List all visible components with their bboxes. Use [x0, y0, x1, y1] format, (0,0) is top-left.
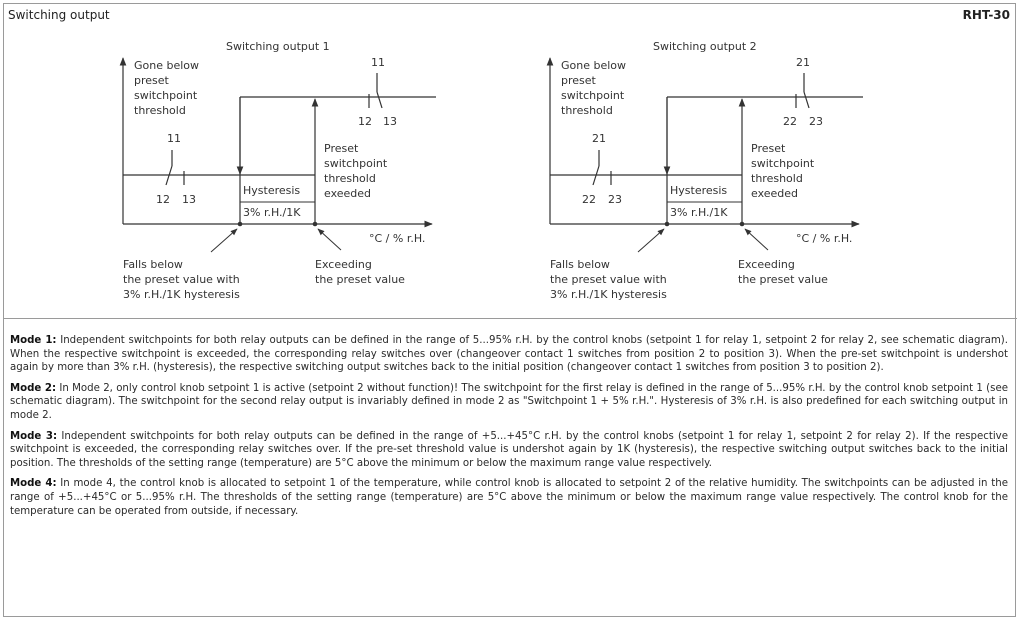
mode-text: Independent switchpoints for both relay … [10, 335, 1008, 374]
mode-text: In Mode 2, only control knob setpoint 1 … [10, 382, 1008, 421]
preset-exceeded-line: switchpoint [751, 157, 815, 170]
gone-below-line: switchpoint [561, 89, 625, 102]
contact-symbol-on: 11 12 13 [358, 56, 397, 128]
svg-text:12: 12 [156, 193, 170, 206]
gone-below-line: Gone below [561, 59, 626, 72]
diagram-output-2: Switching output 2 Hysteresis 3% r.H./1K… [546, 40, 863, 301]
mode-1-paragraph: Mode 1: Independent switchpoints for bot… [10, 334, 1008, 375]
mode-text: Independent switchpoints for both relay … [10, 430, 1008, 469]
svg-text:23: 23 [809, 115, 823, 128]
gone-below-line: preset [134, 74, 170, 87]
switching-diagrams: Switching output 1 Hysteresis 3% r.H./1K… [119, 40, 863, 301]
contact-symbol-on: 21 22 23 [783, 56, 823, 128]
mode-4-paragraph: Mode 4: In mode 4, the control knob is a… [10, 477, 1008, 518]
falls-below-line: 3% r.H./1K hysteresis [550, 288, 667, 301]
gone-below-line: Gone below [134, 59, 199, 72]
axis-unit: °C / % r.H. [369, 232, 425, 245]
preset-exceeded-line: exeeded [751, 187, 798, 200]
mode-2-paragraph: Mode 2: In Mode 2, only control knob set… [10, 382, 1008, 423]
svg-text:11: 11 [167, 132, 181, 145]
mode-label: Mode 3: [10, 430, 58, 442]
svg-text:13: 13 [182, 193, 196, 206]
axis-unit: °C / % r.H. [796, 232, 852, 245]
svg-text:22: 22 [582, 193, 596, 206]
diagram-title: Switching output 1 [226, 40, 330, 53]
falls-below-line: the preset value with [123, 273, 240, 286]
hysteresis-label: Hysteresis [670, 184, 727, 197]
exceeding-line: the preset value [738, 273, 828, 286]
gone-below-line: threshold [134, 104, 186, 117]
svg-text:23: 23 [608, 193, 622, 206]
gone-below-line: preset [561, 74, 597, 87]
section-title: Switching output [8, 8, 110, 22]
exceeding-line: Exceeding [738, 258, 795, 271]
falls-below-line: the preset value with [550, 273, 667, 286]
mode-descriptions: Mode 1: Independent switchpoints for bot… [10, 334, 1008, 525]
diagram-title: Switching output 2 [653, 40, 757, 53]
hysteresis-value: 3% r.H./1K [243, 206, 301, 219]
section-divider [4, 318, 1017, 319]
falls-below-line: Falls below [123, 258, 183, 271]
contact-symbol-off: 11 12 13 [156, 132, 196, 206]
svg-text:12: 12 [358, 115, 372, 128]
svg-text:11: 11 [371, 56, 385, 69]
mode-label: Mode 2: [10, 382, 57, 394]
preset-exceeded-line: exeeded [324, 187, 371, 200]
diagram-output-1: Switching output 1 Hysteresis 3% r.H./1K… [119, 40, 436, 301]
gone-below-line: switchpoint [134, 89, 198, 102]
svg-text:13: 13 [383, 115, 397, 128]
preset-exceeded-line: threshold [324, 172, 376, 185]
gone-below-line: threshold [561, 104, 613, 117]
mode-3-paragraph: Mode 3: Independent switchpoints for bot… [10, 430, 1008, 471]
exceeding-line: the preset value [315, 273, 405, 286]
svg-text:22: 22 [783, 115, 797, 128]
contact-symbol-off: 21 22 23 [582, 132, 622, 206]
preset-exceeded-line: Preset [324, 142, 359, 155]
mode-text: In mode 4, the control knob is allocated… [10, 478, 1008, 517]
preset-exceeded-line: threshold [751, 172, 803, 185]
mode-label: Mode 4: [10, 478, 57, 490]
preset-exceeded-line: switchpoint [324, 157, 388, 170]
mode-label: Mode 1: [10, 335, 57, 346]
hysteresis-value: 3% r.H./1K [670, 206, 728, 219]
hysteresis-label: Hysteresis [243, 184, 300, 197]
svg-text:21: 21 [592, 132, 606, 145]
preset-exceeded-line: Preset [751, 142, 786, 155]
falls-below-line: 3% r.H./1K hysteresis [123, 288, 240, 301]
page-frame [3, 3, 1016, 617]
svg-text:21: 21 [796, 56, 810, 69]
falls-below-line: Falls below [550, 258, 610, 271]
model-label: RHT-30 [962, 8, 1010, 22]
exceeding-line: Exceeding [315, 258, 372, 271]
